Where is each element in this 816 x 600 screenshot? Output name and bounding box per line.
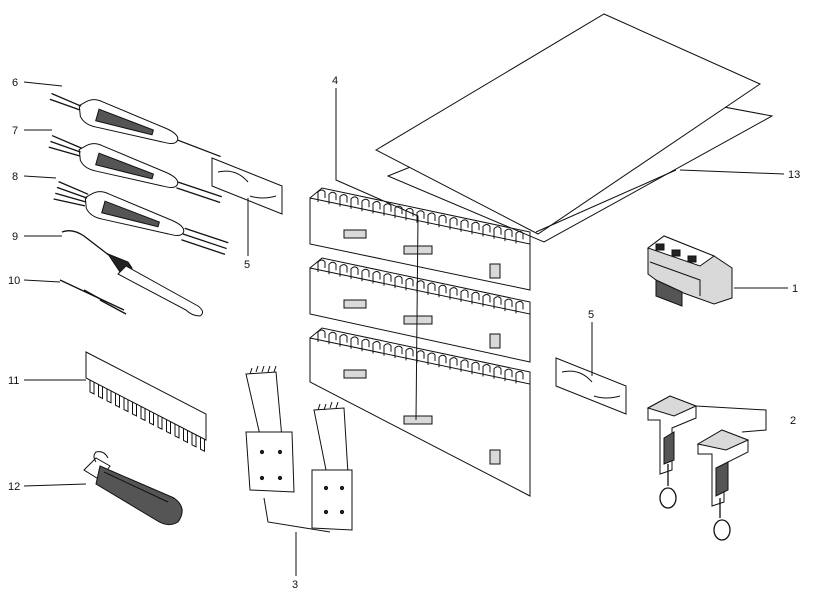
weight-right bbox=[311, 401, 353, 531]
sinker-plate-middle bbox=[309, 257, 531, 363]
callout-3: 3 bbox=[292, 579, 298, 591]
weights-bracket bbox=[263, 497, 331, 533]
callout-5-right: 5 bbox=[588, 309, 594, 321]
sinker-plate-bottom bbox=[309, 327, 531, 497]
callout-6: 6 bbox=[12, 77, 18, 89]
callout-5-left: 5 bbox=[244, 259, 250, 271]
callout-11: 11 bbox=[8, 375, 19, 387]
callout-12: 12 bbox=[8, 481, 20, 493]
table-clamp-1 bbox=[646, 395, 698, 509]
callout-13: 13 bbox=[788, 169, 800, 181]
callout-9: 9 bbox=[12, 231, 18, 243]
sinker-hooks bbox=[317, 189, 524, 384]
callout-2: 2 bbox=[790, 415, 796, 427]
callout-8: 8 bbox=[12, 171, 18, 183]
pattern-sheets bbox=[374, 13, 774, 243]
sponge-bar-left bbox=[211, 157, 283, 215]
cast-on-comb bbox=[85, 351, 207, 453]
callout-7: 7 bbox=[12, 125, 18, 137]
transfer-tool-1-1 bbox=[49, 92, 221, 158]
screwdriver bbox=[83, 451, 183, 526]
weight-left bbox=[245, 365, 295, 493]
latch-tool bbox=[61, 230, 204, 317]
sponge-bar-right bbox=[555, 357, 627, 415]
sinker-plate-top bbox=[309, 187, 531, 291]
carriage-body-part bbox=[646, 235, 733, 307]
transfer-tool-2-1 bbox=[48, 134, 222, 204]
callout-1: 1 bbox=[792, 283, 798, 295]
transfer-tool-3-1 bbox=[53, 181, 229, 255]
leader-lines bbox=[23, 81, 788, 576]
table-clamp-2 bbox=[696, 429, 750, 541]
needle bbox=[59, 279, 127, 315]
callout-10: 10 bbox=[8, 275, 20, 287]
callout-4: 4 bbox=[332, 75, 338, 87]
